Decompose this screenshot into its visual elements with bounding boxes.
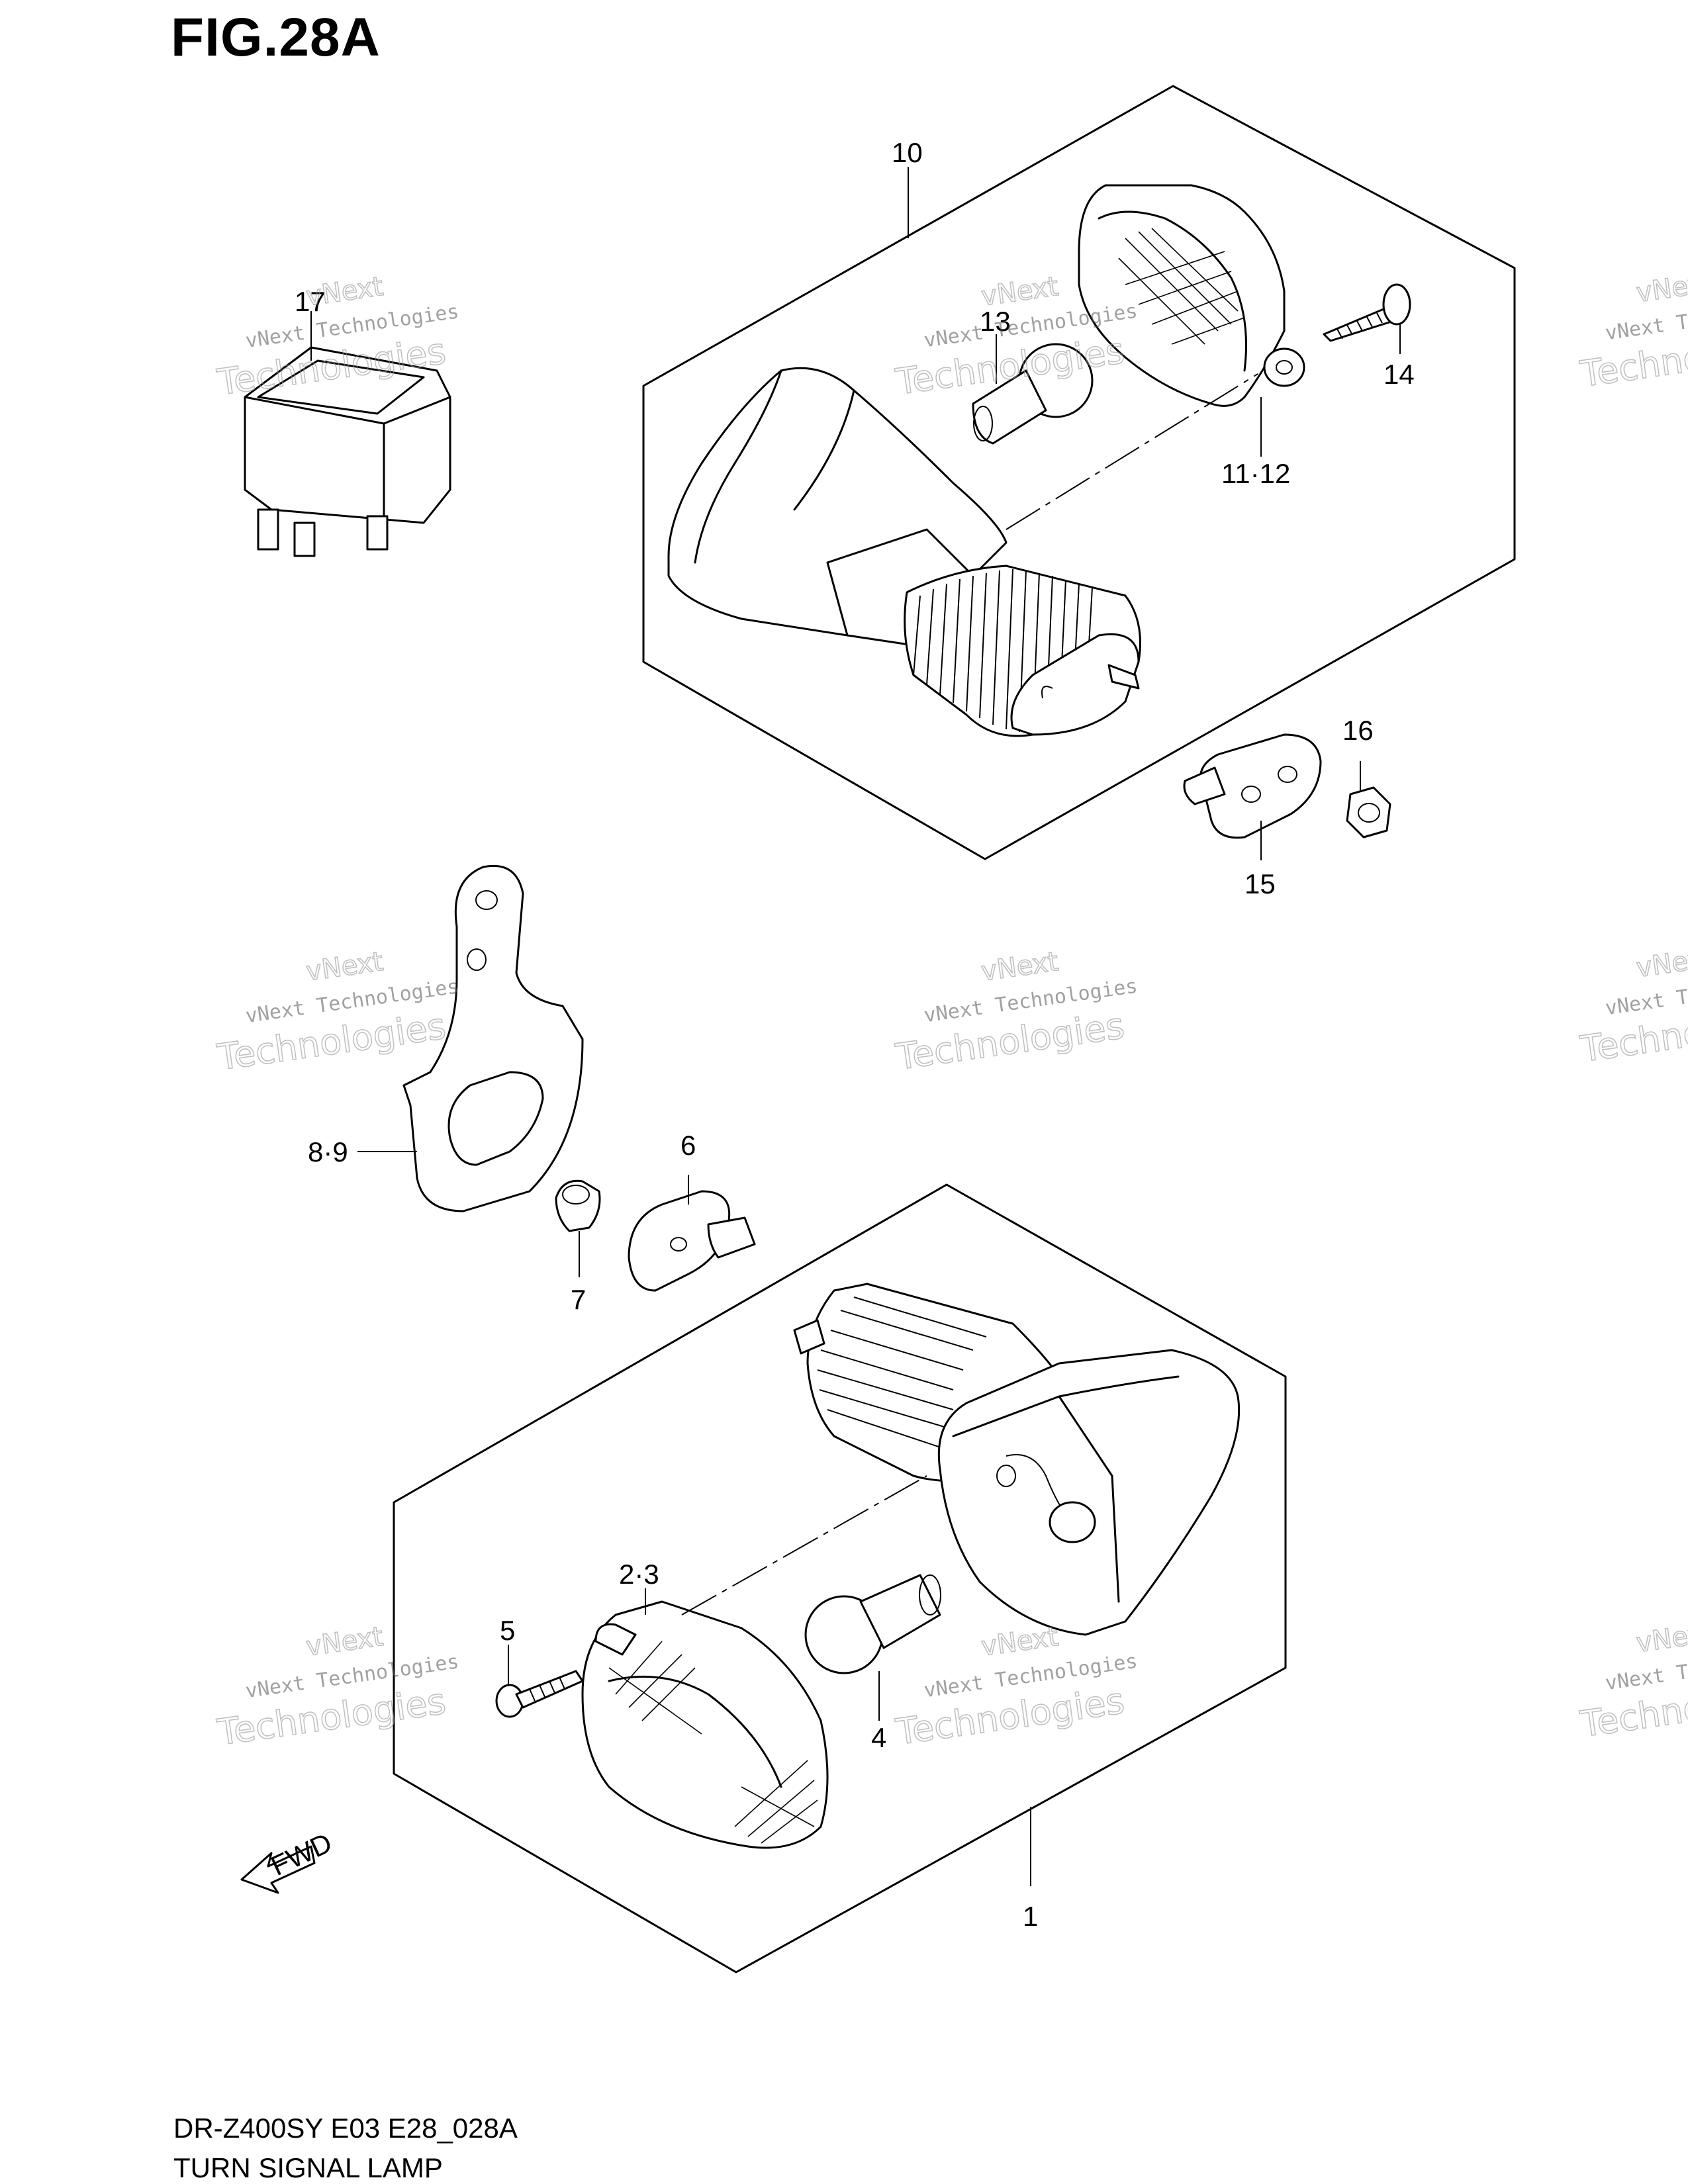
callout-5: 5 bbox=[500, 1615, 515, 1646]
bulb-13 bbox=[972, 343, 1094, 445]
relay-17 bbox=[244, 346, 451, 557]
fwd-label: FWD bbox=[266, 1827, 337, 1882]
callout-11-12: 11·12 bbox=[1221, 458, 1290, 489]
svg-text:vNext: vNext bbox=[980, 1621, 1060, 1662]
gasket-6 bbox=[628, 1190, 756, 1292]
screw-14 bbox=[1323, 283, 1411, 342]
assembly-box-lower bbox=[393, 1183, 1287, 1974]
callout-2-3: 2·3 bbox=[619, 1559, 659, 1590]
lower-lens bbox=[581, 1600, 829, 1849]
callout-13: 13 bbox=[980, 306, 1011, 337]
bulb-4 bbox=[804, 1574, 941, 1674]
callout-14: 14 bbox=[1383, 359, 1415, 390]
callout-10: 10 bbox=[892, 137, 923, 168]
assembly-name: TURN SIGNAL LAMP bbox=[173, 2152, 443, 2183]
upper-lamp-housing bbox=[667, 367, 1141, 737]
assembly-box-upper bbox=[642, 85, 1516, 860]
screw-5 bbox=[495, 1670, 584, 1718]
callout-7: 7 bbox=[571, 1284, 586, 1315]
fwd-arrow-icon: FWD bbox=[240, 1827, 337, 1894]
svg-text:vNext: vNext bbox=[305, 271, 385, 312]
callout-15: 15 bbox=[1244, 868, 1276, 899]
nut-16 bbox=[1346, 786, 1391, 839]
svg-text:vNext: vNext bbox=[1634, 1617, 1688, 1659]
lower-lamp-housing bbox=[793, 1283, 1241, 1636]
callout-6: 6 bbox=[680, 1130, 696, 1161]
callout-4: 4 bbox=[871, 1722, 886, 1753]
grommet-7 bbox=[555, 1179, 601, 1232]
upper-lens bbox=[1078, 184, 1305, 407]
callout-16: 16 bbox=[1342, 715, 1374, 746]
svg-text:vNext: vNext bbox=[980, 271, 1060, 312]
bracket-8-9 bbox=[402, 864, 584, 1212]
svg-text:vNext: vNext bbox=[305, 1621, 385, 1662]
svg-text:vNext: vNext bbox=[980, 946, 1060, 987]
leader-lines bbox=[310, 167, 1401, 1886]
callout-1: 1 bbox=[1023, 1901, 1038, 1932]
gasket-15 bbox=[1183, 733, 1322, 839]
callout-17: 17 bbox=[295, 286, 326, 317]
callout-8-9: 8·9 bbox=[308, 1136, 348, 1167]
model-code: DR-Z400SY E03 E28_028A bbox=[173, 2113, 518, 2144]
figure-title: FIG.28A bbox=[171, 7, 381, 68]
svg-text:vNext: vNext bbox=[1634, 942, 1688, 983]
svg-text:vNext: vNext bbox=[1634, 267, 1688, 308]
svg-text:vNext: vNext bbox=[305, 946, 385, 987]
